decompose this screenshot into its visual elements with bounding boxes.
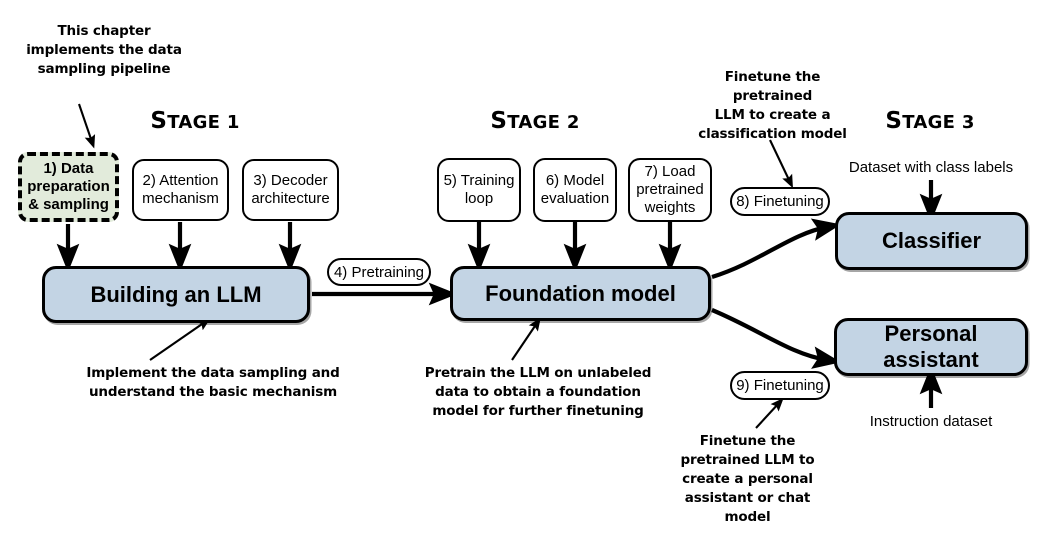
node-data-preparation[interactable]: 1) Data preparation & sampling <box>18 152 119 222</box>
node-load-pretrained-weights[interactable]: 7) Load pretrained weights <box>628 158 712 222</box>
annotation-chapter-note: This chapter implements the data samplin… <box>26 23 182 77</box>
node-personal-assistant[interactable]: Personal assistant <box>834 318 1028 376</box>
node-model-evaluation[interactable]: 6) Model evaluation <box>533 158 617 222</box>
annotation-assistant-note: Finetune the pretrained LLM to create a … <box>680 433 815 525</box>
pill-finetuning-assistant[interactable]: 9) Finetuning <box>730 371 830 400</box>
stage-2-header: STAGE 2 <box>455 108 615 134</box>
pill-pretraining[interactable]: 4) Pretraining <box>327 258 431 286</box>
stage-3-header: STAGE 3 <box>850 108 1010 134</box>
node-classifier[interactable]: Classifier <box>835 212 1028 270</box>
arrow-assistant-note <box>755 397 784 429</box>
annotation-classification-note: Finetune the pretrained LLM to create a … <box>698 69 847 142</box>
stage-1-rest: TAGE 1 <box>167 112 240 133</box>
pill-finetuning-classifier[interactable]: 8) Finetuning <box>730 187 830 216</box>
node-attention-mechanism[interactable]: 2) Attention mechanism <box>132 159 229 221</box>
arrow-to-assistant <box>711 308 842 369</box>
stage-1-prefix: S <box>150 108 168 134</box>
arrow-pretrain-note <box>511 317 541 361</box>
node-decoder-architecture[interactable]: 3) Decoder architecture <box>242 159 339 221</box>
label-class-labels-dataset: Dataset with class labels <box>848 159 1014 176</box>
stage-3-rest: TAGE 3 <box>902 112 975 133</box>
stage-1-header: STAGE 1 <box>115 108 275 134</box>
stage-2-prefix: S <box>490 108 508 134</box>
annotation-implement-note: Implement the data sampling and understa… <box>86 365 340 400</box>
arrow-classification-note <box>769 139 793 189</box>
arrow-chapter-note <box>78 103 96 149</box>
node-building-an-llm[interactable]: Building an LLM <box>42 266 310 323</box>
node-foundation-model[interactable]: Foundation model <box>450 266 711 321</box>
arrow-to-classifier <box>711 218 842 280</box>
node-training-loop[interactable]: 5) Training loop <box>437 158 521 222</box>
stage-3-prefix: S <box>885 108 903 134</box>
arrow-implement-note <box>149 318 211 361</box>
stage-2-rest: TAGE 2 <box>507 112 580 133</box>
label-instruction-dataset: Instruction dataset <box>869 413 993 430</box>
annotation-pretrain-note: Pretrain the LLM on unlabeled data to ob… <box>424 365 652 419</box>
